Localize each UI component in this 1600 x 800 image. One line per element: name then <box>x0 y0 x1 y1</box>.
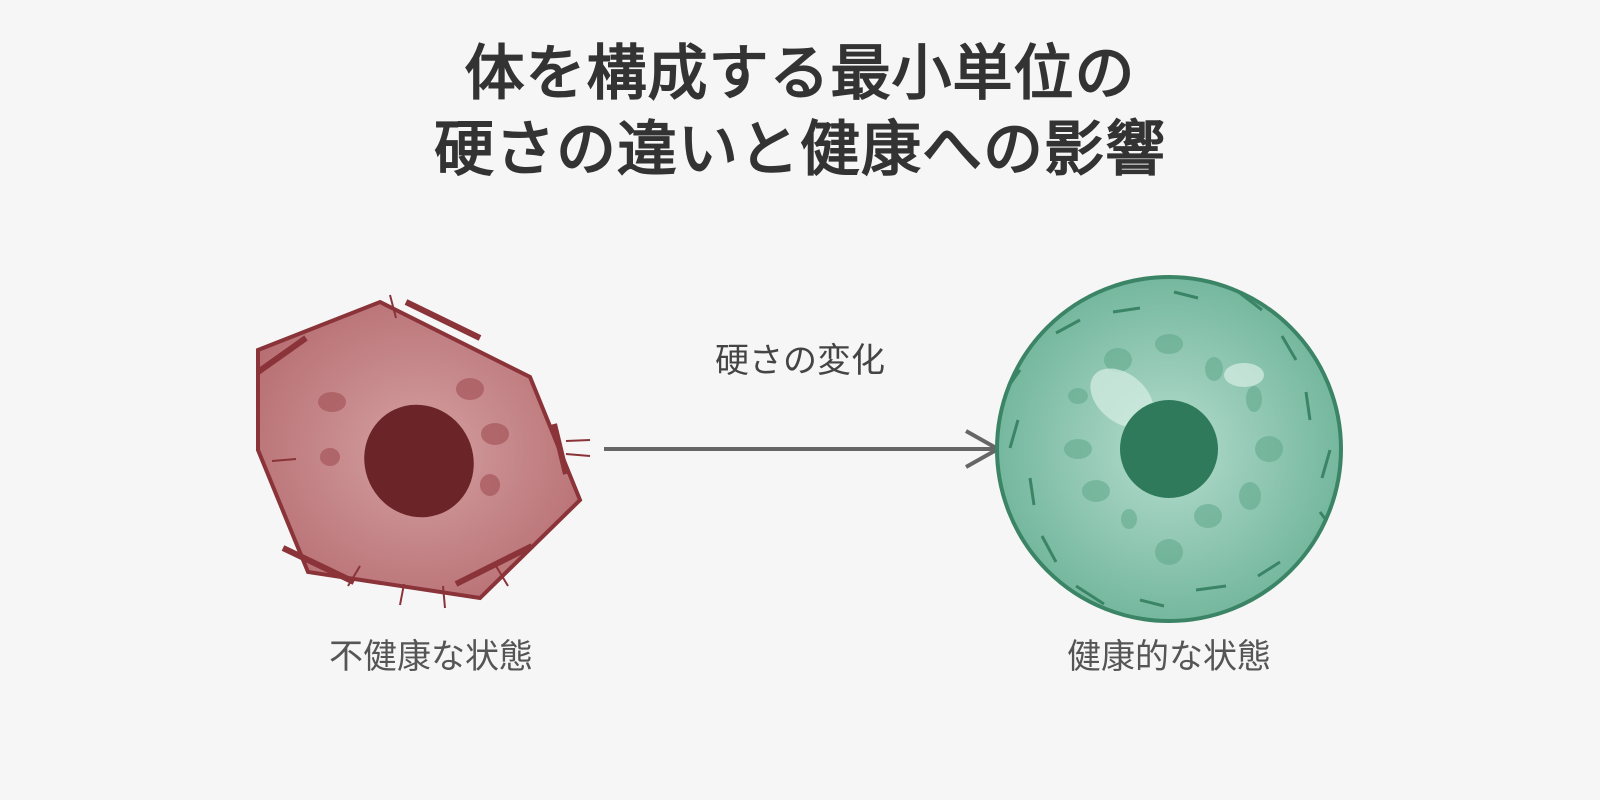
healthy-cell-label: 健康的な状態 <box>1067 637 1271 677</box>
title-line-2: 硬さの違いと健康への影響 <box>434 115 1166 185</box>
unhealthy-cell-label: 不健康な状態 <box>329 637 533 677</box>
healthy-cell <box>995 275 1343 623</box>
unhealthy-cell-nucleus <box>364 404 474 518</box>
title-line-1: 体を構成する最小単位の <box>464 39 1136 109</box>
arrow-label: 硬さの変化 <box>715 341 885 381</box>
unhealthy-cell <box>256 294 591 609</box>
unhealthy-cell-organelles <box>318 378 509 496</box>
healthy-cell-organelles <box>1064 334 1283 565</box>
healthy-cell-nucleus <box>1120 400 1218 498</box>
unhealthy-cell-stiff-marks <box>256 294 591 609</box>
healthy-cell-membrane-marks <box>1008 288 1332 608</box>
transition-arrow <box>604 429 1003 469</box>
